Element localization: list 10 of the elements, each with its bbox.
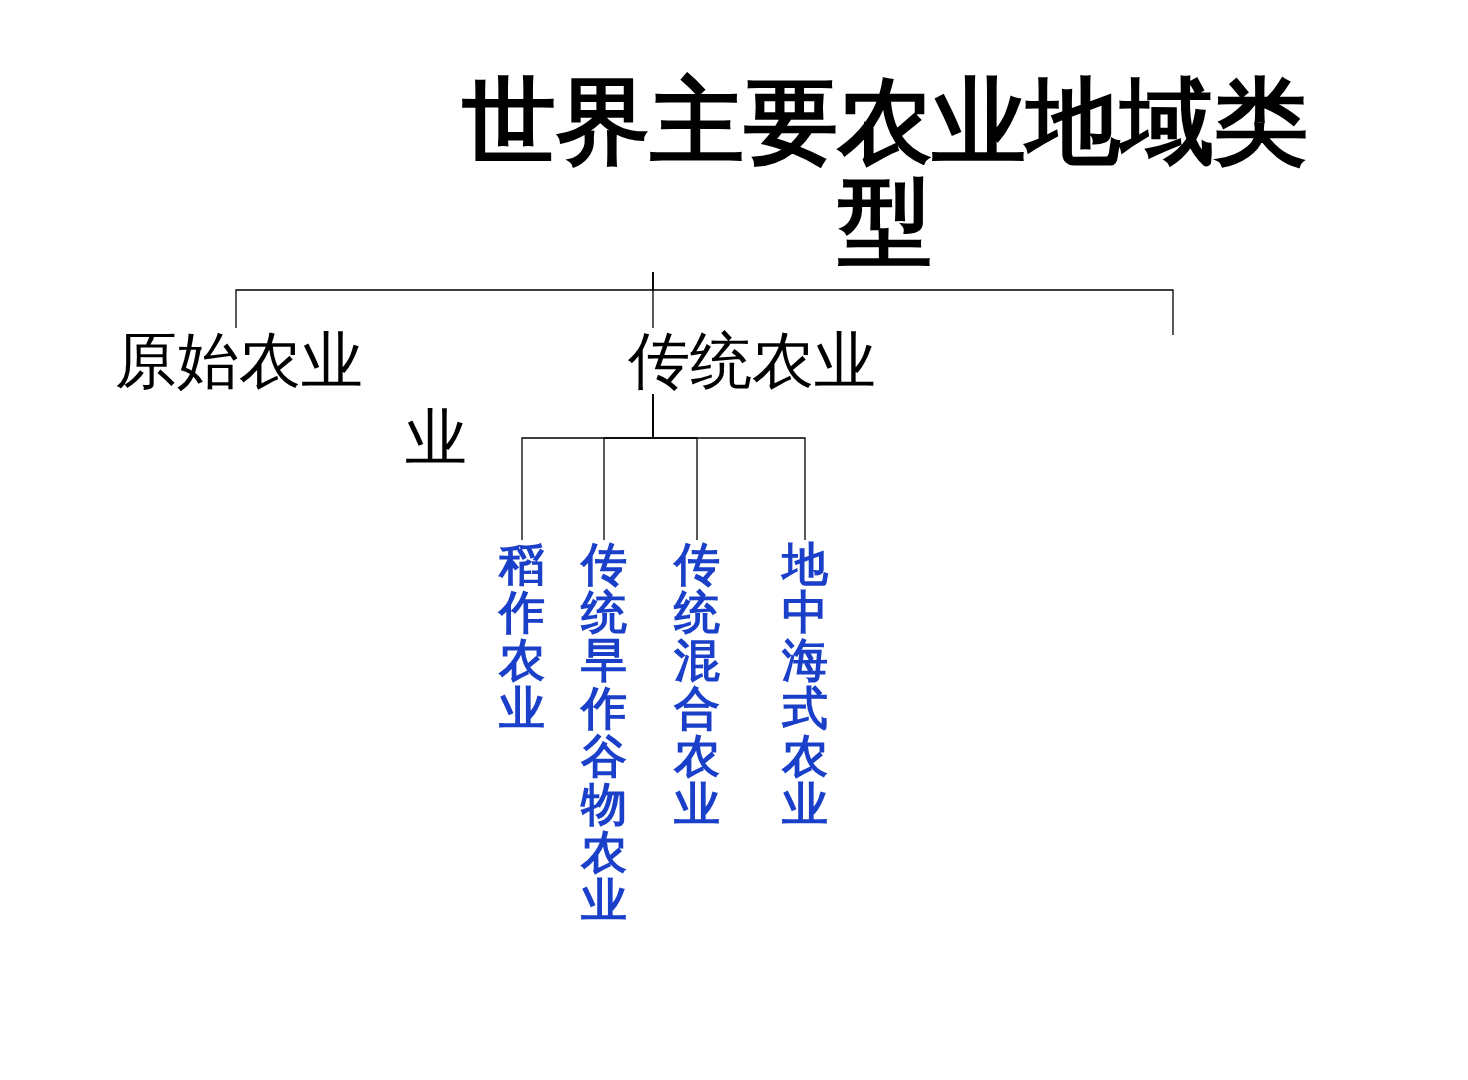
vertical-text-label: 地中海式农业 (781, 540, 829, 828)
connector-line (652, 393, 806, 541)
vertical-text-label: 传统旱作谷物农业 (580, 540, 628, 924)
category-label: 原始农业 (115, 328, 363, 394)
connector-line (652, 271, 1174, 336)
title: 世界主要农业地域类型 (440, 72, 1330, 272)
stray-text: 业 (405, 405, 467, 471)
category-label: 传统农业 (628, 328, 876, 394)
vertical-text-label: 传统混合农业 (673, 540, 721, 828)
vertical-text-label: 稻作农业 (498, 540, 546, 732)
